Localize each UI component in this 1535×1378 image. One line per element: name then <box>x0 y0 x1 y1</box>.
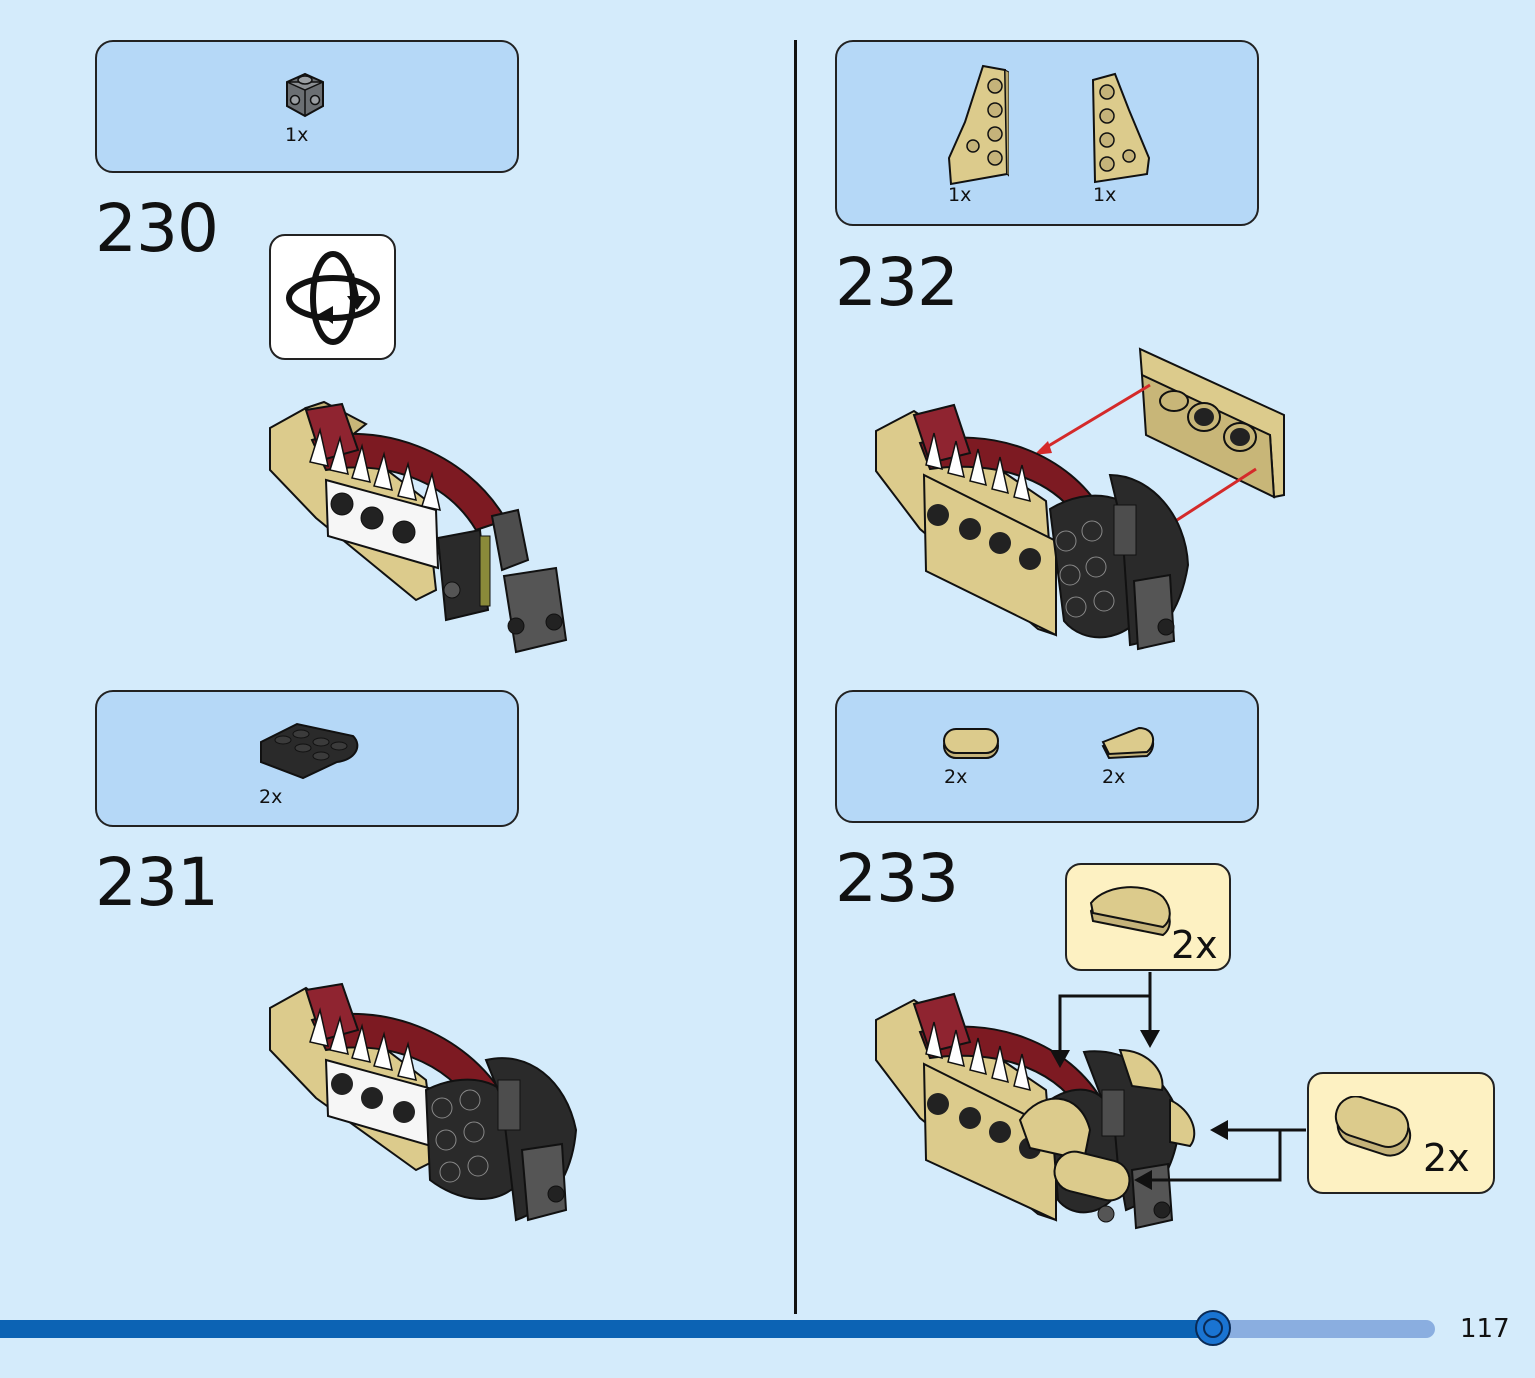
parts-list-step-233: 2x 2x <box>835 690 1259 823</box>
column-divider <box>794 40 797 1314</box>
dark-gray-brick-1x1-studs-on-sides-icon <box>286 72 324 118</box>
part-quantity: 2x <box>1102 766 1126 788</box>
step-number-231: 231 <box>95 844 219 921</box>
parts-list-step-232: 1x 1x <box>835 40 1259 226</box>
callout-quantity: 2x <box>1171 923 1218 967</box>
step-number-232: 232 <box>835 244 959 321</box>
step-233-model-illustration <box>875 972 1306 1230</box>
part-quantity: 1x <box>285 124 309 146</box>
tan-tile-half-round-icon <box>1101 726 1155 760</box>
part-quantity: 2x <box>259 786 283 808</box>
part-quantity: 1x <box>948 184 972 206</box>
step-number-233: 233 <box>835 840 959 917</box>
tan-tile-round-1x2-icon <box>1334 1096 1412 1157</box>
parts-list-step-231: 2x <box>95 690 519 827</box>
step-230-model-illustration <box>269 400 568 654</box>
parts-list-step-230: 1x <box>95 40 519 173</box>
part-quantity: 1x <box>1093 184 1117 206</box>
tan-tile-half-round-icon <box>1089 886 1171 937</box>
progress-fill <box>0 1320 1213 1338</box>
sub-assembly-callout-round-tile: 2x <box>1307 1072 1495 1194</box>
callout-quantity: 2x <box>1423 1136 1470 1180</box>
tan-tile-round-1x2-icon <box>943 728 999 759</box>
part-quantity: 2x <box>944 766 968 788</box>
step-number-230: 230 <box>95 190 219 267</box>
page-number: 117 <box>1460 1314 1510 1344</box>
tan-wedge-plate-left-icon <box>947 64 1009 186</box>
tan-wedge-plate-right-icon <box>1091 72 1151 184</box>
step-232-model-illustration <box>875 347 1285 651</box>
step-231-model-illustration <box>269 982 578 1222</box>
rotate-model-indicator <box>269 234 396 360</box>
black-plate-round-corner-icon <box>260 722 359 780</box>
sub-assembly-callout-half-round: 2x <box>1065 863 1231 971</box>
rotate-icon <box>286 251 380 345</box>
progress-indicator-knob <box>1195 1310 1231 1346</box>
